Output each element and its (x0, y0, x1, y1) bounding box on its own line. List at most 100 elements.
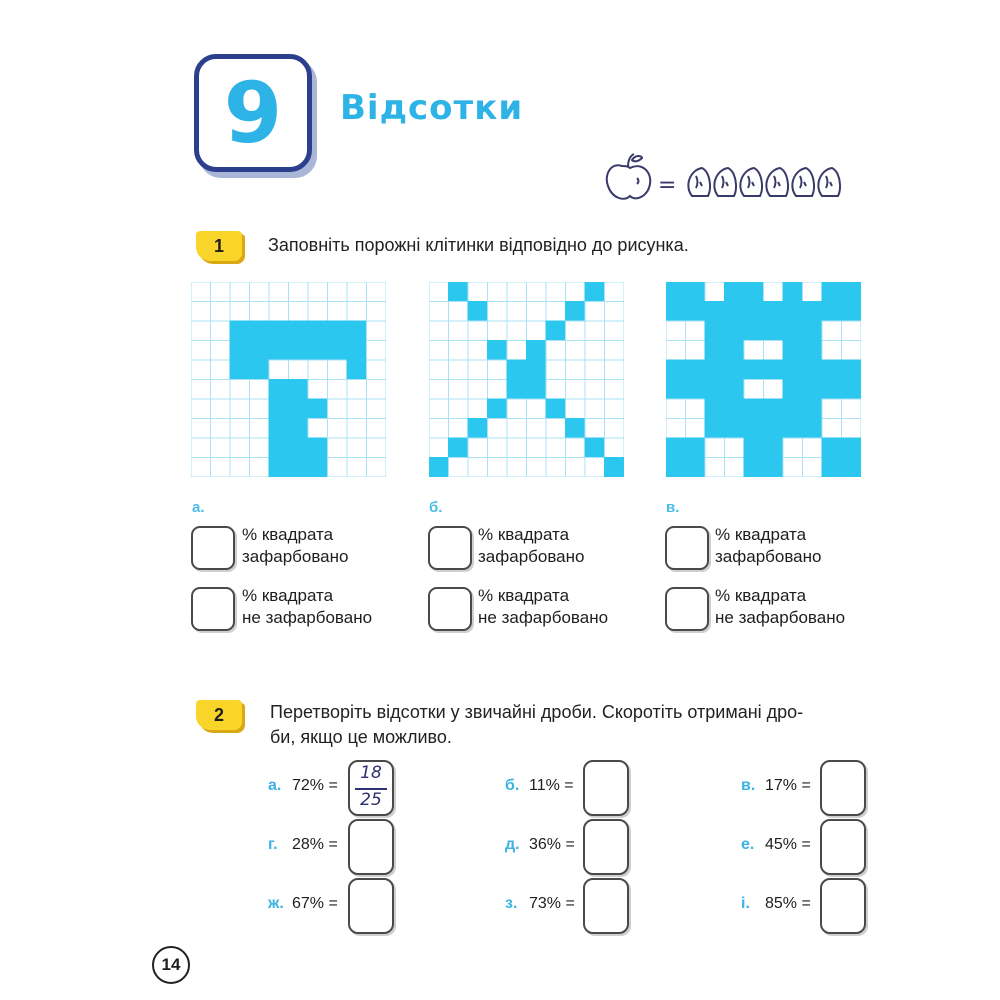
grid-cell-filled (763, 320, 784, 341)
grid-cell-empty (821, 340, 842, 361)
handwritten-numerator: 18 (360, 763, 382, 783)
grid-cell-filled (782, 418, 803, 439)
grid-cell-empty (743, 340, 764, 361)
grid-cell-empty (584, 320, 605, 341)
grid-cell-empty (191, 320, 211, 341)
grid-cell-filled (802, 320, 823, 341)
answer-box-g[interactable] (348, 878, 394, 934)
answer-box-b-filled[interactable] (428, 526, 472, 570)
grid-cell-empty (288, 359, 309, 380)
task-1-number: 1 (196, 231, 242, 261)
grid-cell-empty (346, 418, 367, 439)
grid-cell-filled (346, 340, 367, 361)
answer-box-c-unfilled[interactable] (665, 587, 709, 631)
grid-cell-empty (429, 301, 449, 322)
grid-cell-empty (565, 282, 586, 302)
lesson-number-frame (194, 54, 312, 172)
grid-cell-empty (429, 282, 449, 302)
grid-cell-empty (210, 398, 231, 419)
grid-cell-empty (210, 379, 231, 400)
grid-cell-empty (467, 359, 488, 380)
grid-cell-empty (565, 359, 586, 380)
grid-cell-filled (249, 359, 270, 380)
grid-cell-empty (229, 282, 250, 302)
grid-cell-empty (545, 379, 566, 400)
grid-cell-filled (821, 379, 842, 400)
grid-cell-filled (782, 282, 803, 302)
grid-cell-empty (429, 379, 449, 400)
answer-box-h[interactable] (583, 878, 629, 934)
grid-cell-filled (526, 359, 547, 380)
grid-cell-empty (584, 457, 605, 477)
grid-cell-filled (802, 379, 823, 400)
grid-cell-empty (821, 418, 842, 439)
answer-box-a-filled[interactable] (191, 526, 235, 570)
grid-cell-empty (821, 398, 842, 419)
grid-cell-filled (249, 320, 270, 341)
grid-cell-filled (782, 340, 803, 361)
percent-expression: 28% = (292, 836, 338, 853)
answer-box-f[interactable] (820, 819, 866, 875)
grid-cell-empty (366, 359, 386, 380)
grid-cell-filled (841, 301, 861, 322)
grid-cell-empty (604, 359, 624, 380)
grid-cell-filled (268, 437, 289, 458)
answer-box-c-filled[interactable] (665, 526, 709, 570)
grid-cell-filled (782, 301, 803, 322)
grid-cell-filled (584, 282, 605, 302)
grid-cell-empty (565, 340, 586, 361)
answer-box-c[interactable] (820, 760, 866, 816)
grid-cell-empty (307, 282, 328, 302)
grid-cell-empty (229, 437, 250, 458)
grid-cell-empty (685, 340, 706, 361)
apple-icon (605, 153, 652, 200)
grid-cell-empty (545, 301, 566, 322)
grid-cell-empty (782, 437, 803, 458)
grid-cell-empty (191, 340, 211, 361)
grid-cell-empty (448, 457, 469, 477)
grid-cell-empty (327, 282, 348, 302)
grid-cell-empty (545, 282, 566, 302)
grid-cell-empty (210, 320, 231, 341)
grid-cell-filled (229, 340, 250, 361)
item-letter: е. (741, 836, 755, 853)
grid-cell-empty (487, 301, 508, 322)
grid-cell-empty (584, 301, 605, 322)
grid-cell-empty (604, 379, 624, 400)
answer-box-b[interactable] (583, 760, 629, 816)
grid-cell-empty (545, 340, 566, 361)
grid-cell-empty (506, 340, 527, 361)
grid-cell-empty (307, 301, 328, 322)
grid-cell-filled (802, 398, 823, 419)
grid-cell-filled (704, 379, 725, 400)
grid-cell-empty (545, 359, 566, 380)
grid-cell-filled (782, 320, 803, 341)
grid-cell-empty (346, 301, 367, 322)
grid-cell-filled (249, 340, 270, 361)
item-letter: з. (505, 895, 518, 912)
answer-box-d[interactable] (348, 819, 394, 875)
answer-box-a-unfilled[interactable] (191, 587, 235, 631)
answer-box-i[interactable] (820, 878, 866, 934)
task-2-number: 2 (196, 700, 242, 730)
grid-cell-filled (229, 320, 250, 341)
grid-cell-empty (191, 418, 211, 439)
grid-cell-empty (802, 437, 823, 458)
grid-cell-filled (268, 320, 289, 341)
grid-cell-empty (429, 418, 449, 439)
grid-cell-empty (191, 282, 211, 302)
grid-cell-filled (743, 398, 764, 419)
grid-cell-filled (743, 301, 764, 322)
grid-cell-filled (743, 457, 764, 477)
grid-cell-filled (724, 398, 745, 419)
grid-cell-empty (763, 282, 784, 302)
grid-cell-empty (802, 282, 823, 302)
grid-cell-empty (506, 418, 527, 439)
pattern-grid-c (666, 282, 861, 477)
answer-box-e[interactable] (583, 819, 629, 875)
answer-box-b-unfilled[interactable] (428, 587, 472, 631)
grid-cell-filled (666, 437, 686, 458)
grid-cell-filled (604, 457, 624, 477)
